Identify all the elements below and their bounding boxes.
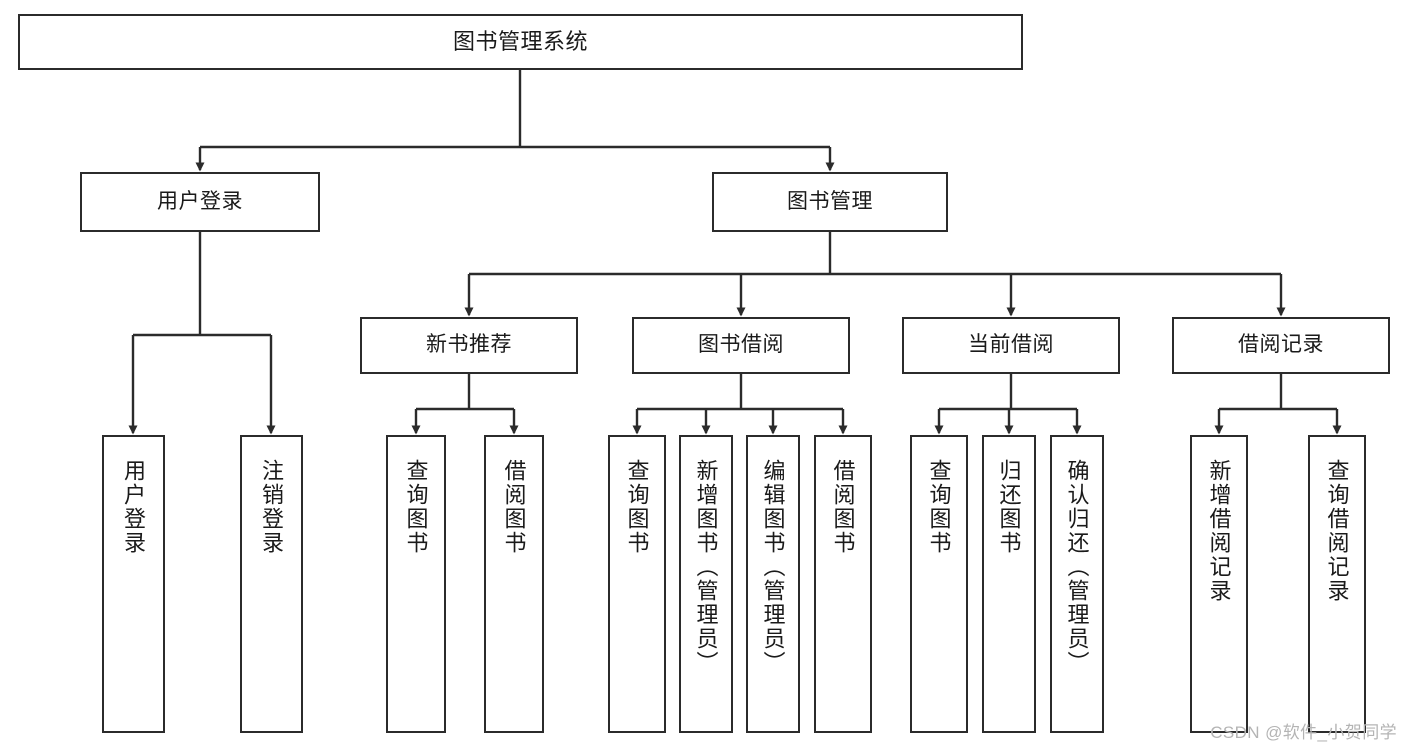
node-label-leaf-query-book-1: 查询图书 — [403, 459, 429, 555]
node-leaf-user-login[interactable]: 用户登录 — [102, 435, 165, 733]
node-label-leaf-user-logout: 注销登录 — [259, 459, 285, 555]
node-label-leaf-query-book-3: 查询图书 — [926, 459, 952, 555]
node-label-leaf-borrow-book-2: 借阅图书 — [830, 459, 856, 555]
node-label-book-manage: 图书管理 — [787, 189, 873, 213]
node-leaf-query-record[interactable]: 查询借阅记录 — [1308, 435, 1366, 733]
node-leaf-return-book[interactable]: 归还图书 — [982, 435, 1036, 733]
node-book-manage[interactable]: 图书管理 — [712, 172, 948, 232]
node-leaf-borrow-book-1[interactable]: 借阅图书 — [484, 435, 544, 733]
node-root[interactable]: 图书管理系统 — [18, 14, 1023, 70]
node-label-book-borrow: 图书借阅 — [698, 333, 784, 357]
node-borrow-record[interactable]: 借阅记录 — [1172, 317, 1390, 374]
node-leaf-confirm-return[interactable]: 确认归还（管理员） — [1050, 435, 1104, 733]
node-label-leaf-edit-book: 编辑图书（管理员） — [760, 459, 786, 675]
node-leaf-borrow-book-2[interactable]: 借阅图书 — [814, 435, 872, 733]
node-leaf-query-book-1[interactable]: 查询图书 — [386, 435, 446, 733]
node-label-user-login: 用户登录 — [157, 189, 243, 213]
node-label-leaf-borrow-book-1: 借阅图书 — [501, 459, 527, 555]
node-label-leaf-user-login: 用户登录 — [121, 459, 147, 555]
node-leaf-query-book-3[interactable]: 查询图书 — [910, 435, 968, 733]
node-label-leaf-return-book: 归还图书 — [996, 459, 1022, 555]
node-leaf-edit-book[interactable]: 编辑图书（管理员） — [746, 435, 800, 733]
node-label-leaf-confirm-return: 确认归还（管理员） — [1064, 459, 1090, 675]
node-leaf-query-book-2[interactable]: 查询图书 — [608, 435, 666, 733]
node-label-new-book-recommend: 新书推荐 — [426, 333, 512, 357]
node-label-root: 图书管理系统 — [452, 29, 588, 55]
node-label-leaf-add-record: 新增借阅记录 — [1206, 459, 1232, 603]
watermark: CSDN @软件_小贺同学 — [1210, 723, 1397, 742]
node-label-borrow-record: 借阅记录 — [1238, 333, 1324, 357]
node-user-login[interactable]: 用户登录 — [80, 172, 320, 232]
node-current-borrow[interactable]: 当前借阅 — [902, 317, 1120, 374]
node-book-borrow[interactable]: 图书借阅 — [632, 317, 850, 374]
node-label-current-borrow: 当前借阅 — [968, 333, 1054, 357]
node-label-leaf-query-record: 查询借阅记录 — [1324, 459, 1350, 603]
node-leaf-user-logout[interactable]: 注销登录 — [240, 435, 303, 733]
node-label-leaf-query-book-2: 查询图书 — [624, 459, 650, 555]
node-leaf-add-record[interactable]: 新增借阅记录 — [1190, 435, 1248, 733]
node-label-leaf-add-book: 新增图书（管理员） — [693, 459, 719, 675]
node-new-book-recommend[interactable]: 新书推荐 — [360, 317, 578, 374]
node-leaf-add-book[interactable]: 新增图书（管理员） — [679, 435, 733, 733]
